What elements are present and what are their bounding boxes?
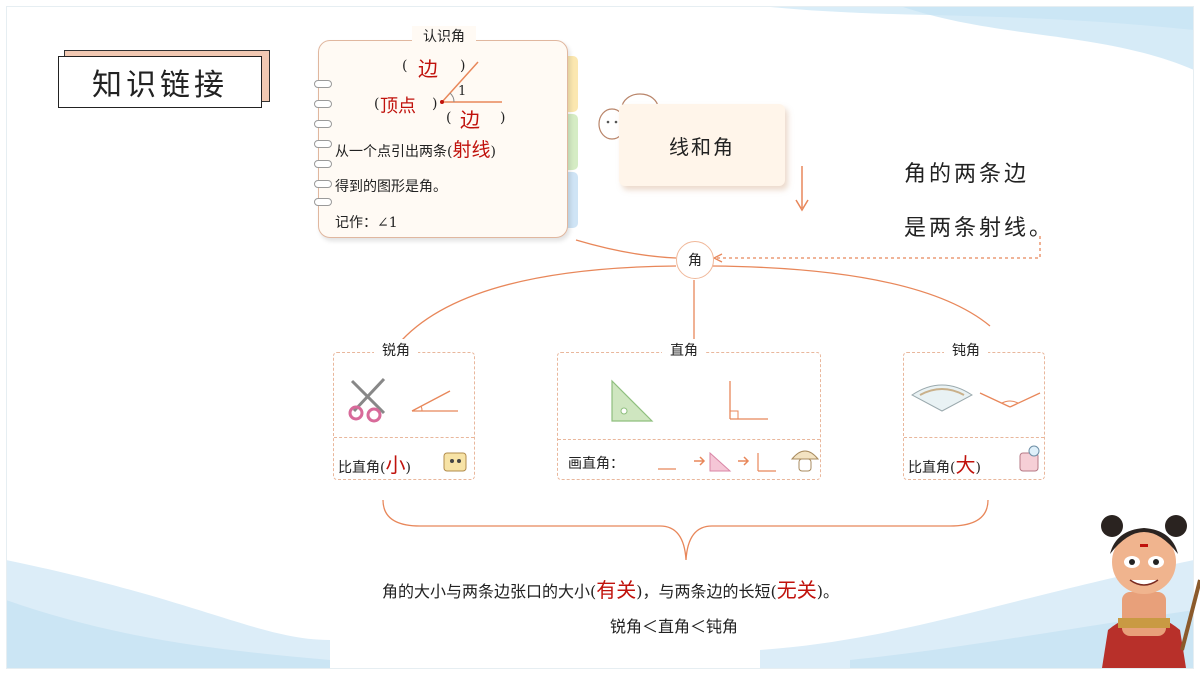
- cartoon-boy-character: [1101, 515, 1200, 668]
- obtuse-title: 钝角: [944, 339, 988, 363]
- binder-ring: [314, 198, 332, 206]
- obtuse-compare: 比直角(大): [908, 453, 981, 477]
- binder-ring: [314, 160, 332, 168]
- side-bottom-answer: 边: [460, 108, 480, 132]
- obtuse-angle-shape: [979, 392, 1041, 408]
- folding-fan-icon: [911, 384, 973, 412]
- section-title: 知识链接: [58, 56, 262, 108]
- paren-close: ): [500, 110, 506, 126]
- obtuse-angle-card: 钝角 比直角(大): [903, 339, 1045, 480]
- concept-card-title: 认识角: [412, 26, 476, 48]
- ray-note-line-2: 是两条射线。: [904, 216, 1055, 241]
- binder-ring: [314, 120, 332, 128]
- draw-right-angle-label: 画直角：: [568, 456, 624, 472]
- down-arrow-icon: [795, 166, 809, 212]
- obtuse-answer: 大: [955, 453, 976, 477]
- paren-close: ): [460, 58, 466, 74]
- binder-ring: [314, 180, 332, 188]
- side-top-answer: 边: [418, 57, 438, 81]
- right-angle-card: 直角 画直角：: [557, 339, 821, 480]
- set-square-icon: [611, 379, 654, 422]
- binder-ring: [314, 140, 332, 148]
- topic-box: 线和角: [619, 104, 785, 186]
- right-angle-shape: [729, 381, 768, 420]
- angle-number: 1: [458, 84, 467, 99]
- angle-diagram: [440, 61, 502, 104]
- vertex-answer: 顶点: [380, 96, 416, 117]
- notation: 记作：∠1: [335, 215, 398, 231]
- angle-order: 锐角＜直角＜钝角: [610, 617, 739, 636]
- concept-card: [318, 40, 568, 238]
- acute-answer: 小: [385, 453, 406, 477]
- ray-answer: 射线: [452, 139, 491, 161]
- binder-ring: [314, 80, 332, 88]
- paren-open: (: [446, 110, 452, 126]
- drawing-steps: [658, 451, 776, 472]
- paren-close: ): [432, 96, 438, 112]
- acute-angle-shape: [411, 390, 458, 412]
- summary-line: 角的大小与两条边张口的大小(有关)，与两条边的长短(无关)。: [382, 578, 839, 602]
- summary-answer-2: 无关: [776, 578, 817, 602]
- acute-title: 锐角: [374, 339, 418, 363]
- page-frame: [6, 6, 1194, 669]
- acute-compare: 比直角(小): [338, 453, 411, 477]
- binder-ring: [314, 100, 332, 108]
- magnifier-sticker-icon: [1019, 445, 1040, 472]
- scissors-icon: [348, 377, 386, 423]
- mushroom-sticker-icon: [790, 450, 820, 472]
- hub-angle: 角: [676, 241, 714, 279]
- summary-answer-1: 有关: [596, 578, 637, 602]
- right-title: 直角: [662, 339, 706, 363]
- paren-open: (: [374, 96, 380, 112]
- definition-line-2: 得到的图形是角。: [335, 179, 447, 195]
- ray-note-line-1: 角的两条边: [904, 162, 1030, 187]
- paren-open: (: [402, 58, 408, 74]
- acute-angle-card: 锐角 比直角(小): [333, 339, 475, 480]
- definition-line-1: 从一个点引出两条(射线): [335, 139, 496, 161]
- cartoon-sticker-icon: [443, 452, 467, 472]
